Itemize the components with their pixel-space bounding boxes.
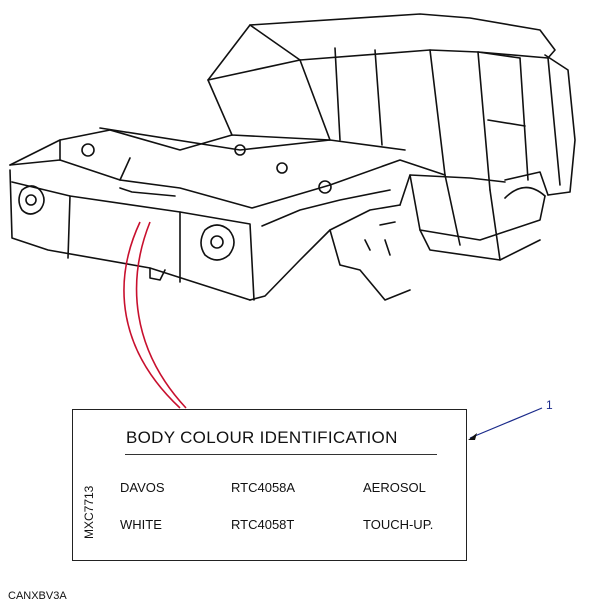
part-number: RTC4058A <box>231 480 296 495</box>
paint-type: TOUCH-UP. <box>363 517 434 532</box>
colour-name: DAVOS <box>120 480 165 495</box>
body-colour-label: BODY COLOUR IDENTIFICATION MXC7713 DAVOS… <box>72 409 467 561</box>
illustration-reference-code: CANXBV3A <box>8 590 67 602</box>
colour-name: WHITE <box>120 517 162 532</box>
label-title: BODY COLOUR IDENTIFICATION <box>126 428 398 447</box>
callout-number: 1 <box>546 398 553 412</box>
title-divider <box>125 454 437 455</box>
label-side-code: MXC7713 <box>82 485 96 539</box>
part-number: RTC4058T <box>231 517 295 532</box>
paint-type: AEROSOL <box>363 480 426 495</box>
